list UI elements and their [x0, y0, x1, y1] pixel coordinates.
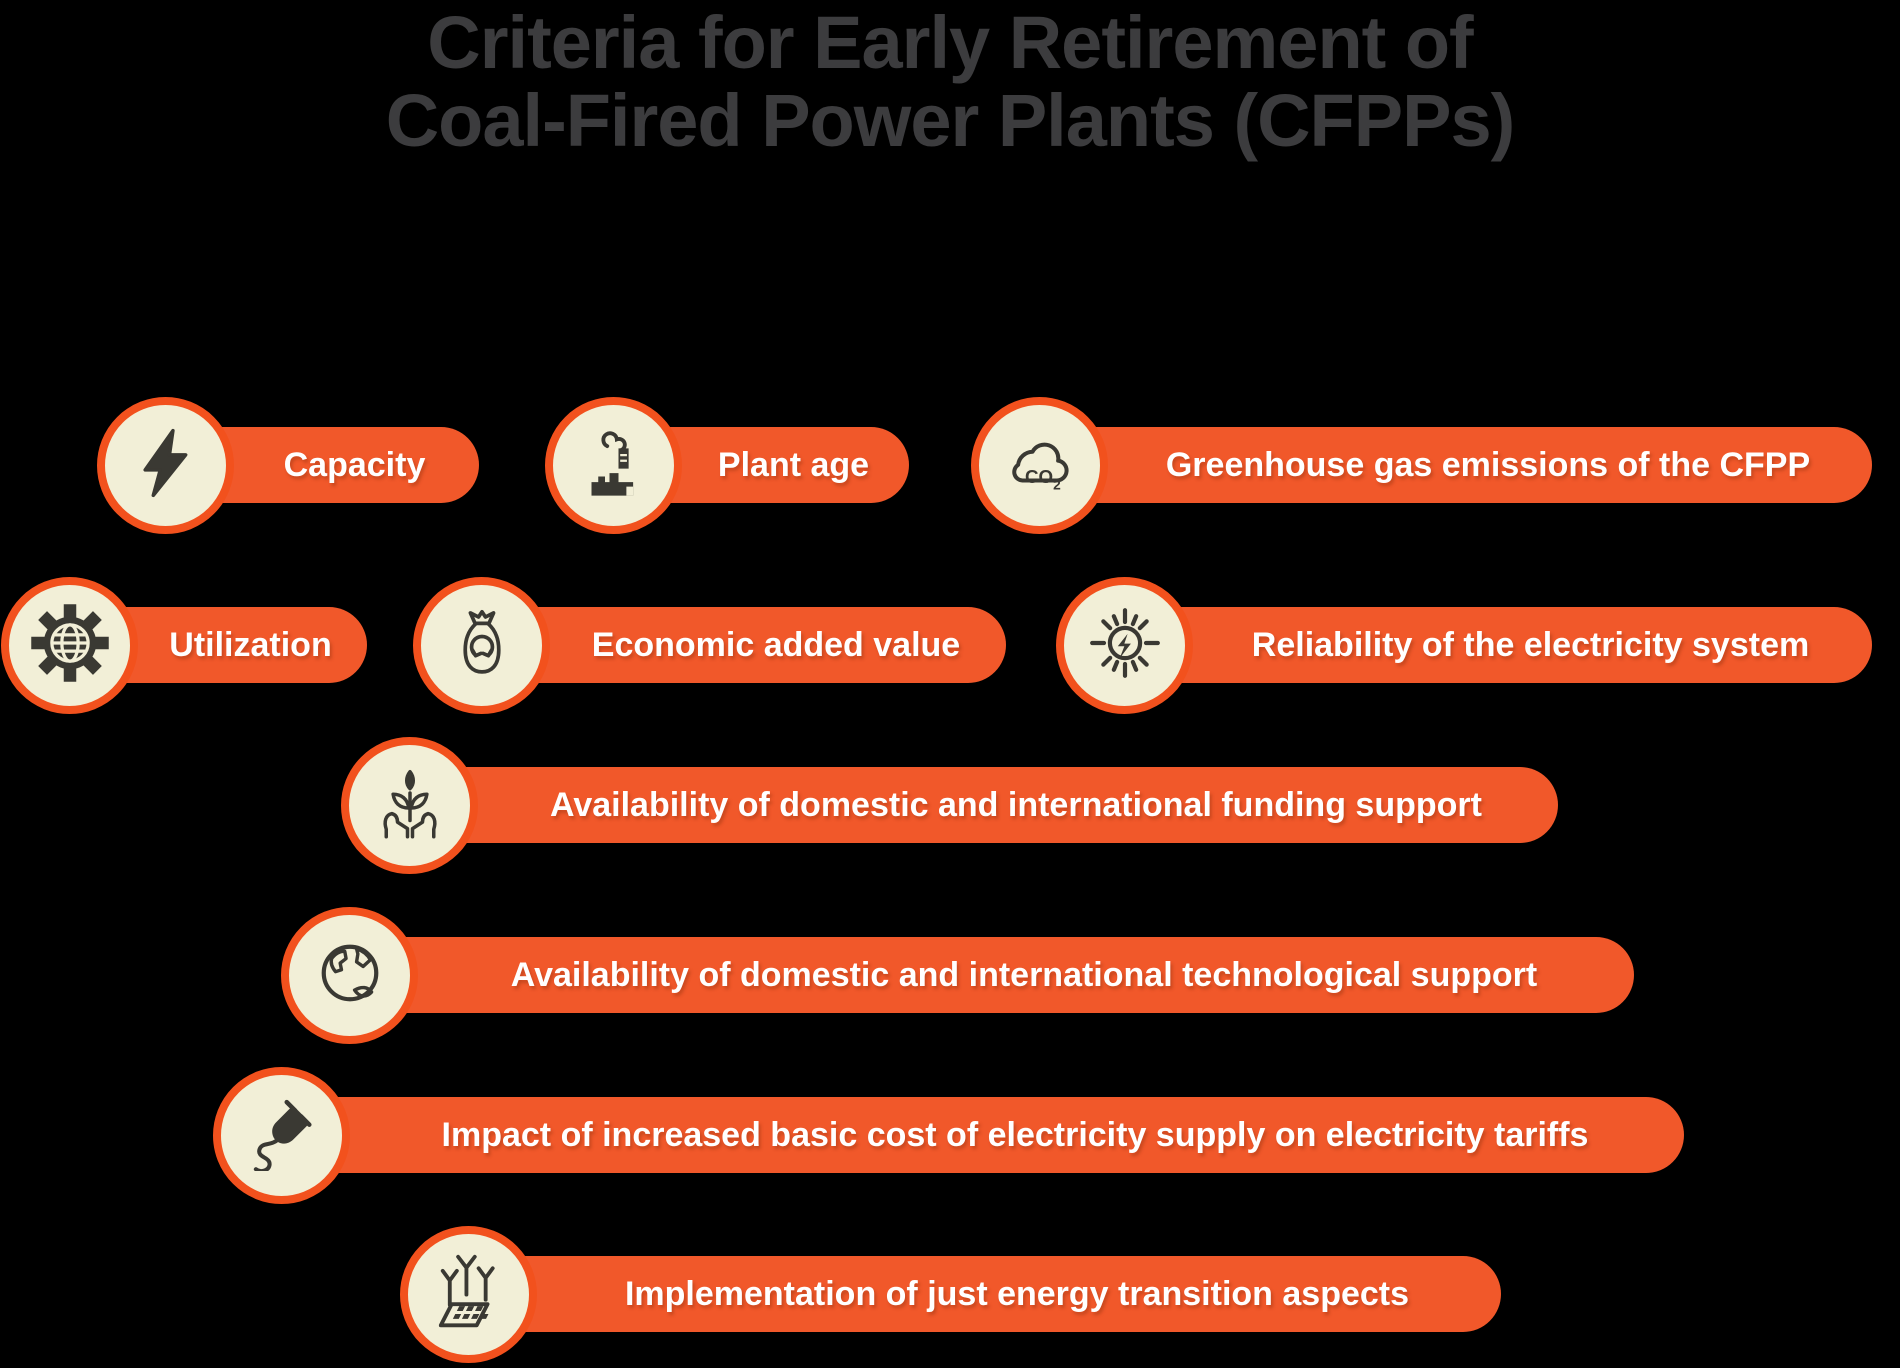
criterion-icon-circle — [341, 737, 478, 874]
page-title: Criteria for Early Retirement of Coal-Fi… — [0, 1, 1900, 163]
renewable-energy-icon — [428, 1251, 510, 1338]
criterion-icon-circle — [545, 397, 682, 534]
criterion-icon-circle — [1056, 577, 1193, 714]
criterion-label: Implementation of just energy transition… — [624, 1274, 1410, 1313]
gear-globe-icon — [30, 603, 110, 688]
title-line-2: Coal-Fired Power Plants (CFPPs) — [385, 79, 1516, 163]
criterion-icon-circle — [413, 577, 550, 714]
earth-globe-icon — [308, 931, 392, 1020]
criterion-label: Availability of domestic and internation… — [510, 955, 1538, 994]
criterion-icon-circle — [281, 907, 418, 1044]
sun-electricity-icon — [1083, 601, 1167, 690]
criterion-label: Availability of domestic and internation… — [550, 785, 1482, 824]
criterion-label: Economic added value — [591, 625, 961, 664]
criterion-pill: Impact of increased basic cost of electr… — [281, 1097, 1684, 1173]
recycle-bag-icon — [445, 606, 519, 685]
hands-plant-icon — [370, 763, 450, 848]
factory-icon — [578, 427, 650, 504]
criterion-pill: Implementation of just energy transition… — [468, 1256, 1501, 1332]
criterion-label: Greenhouse gas emissions of the CFPP — [1165, 445, 1811, 484]
criterion-pill: Reliability of the electricity system — [1124, 607, 1872, 683]
criterion-pill: Greenhouse gas emissions of the CFPP — [1039, 427, 1872, 503]
criterion-label: Capacity — [283, 445, 426, 484]
criterion-icon-circle — [97, 397, 234, 534]
criterion-pill: Availability of domestic and internation… — [409, 767, 1558, 843]
criterion-pill: Availability of domestic and internation… — [349, 937, 1634, 1013]
criterion-label: Plant age — [717, 445, 870, 484]
lightning-bolt-icon — [129, 426, 203, 505]
svg-text:CO: CO — [1025, 466, 1053, 487]
svg-text:2: 2 — [1053, 477, 1061, 492]
criterion-label: Utilization — [169, 625, 332, 664]
criterion-icon-circle — [400, 1226, 537, 1363]
criterion-icon-circle — [213, 1067, 350, 1204]
power-plug-icon — [244, 1095, 320, 1176]
criterion-icon-circle — [1, 577, 138, 714]
title-line-1: Criteria for Early Retirement of — [427, 1, 1473, 84]
criterion-icon-circle: CO 2 — [971, 397, 1108, 534]
criterion-pill: Economic added value — [481, 607, 1006, 683]
co2-cloud-icon: CO 2 — [1000, 423, 1080, 508]
criterion-label: Reliability of the electricity system — [1251, 625, 1810, 664]
criterion-label: Impact of increased basic cost of electr… — [441, 1115, 1589, 1154]
